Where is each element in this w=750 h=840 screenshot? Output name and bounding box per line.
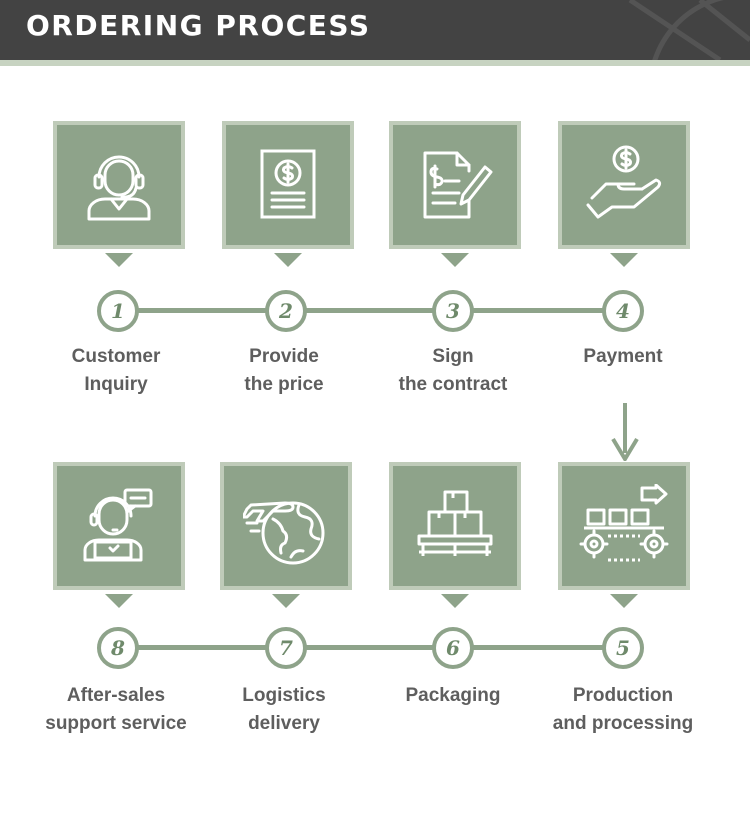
step-5-pointer (610, 594, 638, 608)
step-3-pointer (441, 253, 469, 267)
page-title: ORDERING PROCESS (26, 9, 371, 42)
step-3-number: 3 (432, 290, 474, 332)
step-2-label-line-2: the price (244, 374, 324, 395)
step-2-label: Provide the price (199, 343, 369, 399)
step-2-number: 2 (265, 290, 307, 332)
step-3-label-line-1: Sign (432, 346, 474, 367)
step-1-label: Customer Inquiry (31, 343, 201, 399)
step-7-label-line-1: Logistics (242, 685, 326, 706)
conveyor-gear-icon (579, 484, 669, 562)
step-4-label-line-1: Payment (583, 346, 663, 367)
price-document-icon (260, 149, 316, 219)
step-5-label-line-1: Production (572, 685, 674, 706)
step-7-pointer (272, 594, 300, 608)
customer-service-headset-icon (87, 155, 151, 221)
step-5-tile (558, 462, 690, 590)
boxes-pallet-icon (417, 490, 493, 556)
step-8-label: After-sales support service (31, 682, 201, 738)
step-6-pointer (441, 594, 469, 608)
step-6-label: Packaging (368, 682, 538, 710)
step-1-tile (53, 121, 185, 249)
step-6-tile (389, 462, 521, 590)
step-7-label: Logistics delivery (199, 682, 369, 738)
step-1-pointer (105, 253, 133, 267)
header-bar: ORDERING PROCESS (0, 0, 750, 60)
step-7-number: 7 (265, 627, 307, 669)
hand-coin-icon (586, 145, 662, 219)
step-8-number: 8 (97, 627, 139, 669)
step-6-number: 6 (432, 627, 474, 669)
step-1-label-line-2: Inquiry (84, 374, 148, 395)
step-5-number: 5 (602, 627, 644, 669)
step-8-tile (53, 462, 185, 590)
step-7-label-line-2: delivery (248, 713, 320, 734)
step-3-tile (389, 121, 521, 249)
step-3-label: Sign the contract (368, 343, 538, 399)
step-6-label-line-1: Packaging (405, 685, 501, 706)
step-8-pointer (105, 594, 133, 608)
step-2-pointer (274, 253, 302, 267)
step-7-tile (220, 462, 352, 590)
step-5-label-line-2: and processing (552, 713, 694, 734)
contract-pen-icon (423, 151, 493, 219)
timeline-row-1 (120, 308, 625, 313)
header-decoration-icon (628, 0, 750, 60)
support-agent-icon (83, 488, 153, 562)
step-4-tile (558, 121, 690, 249)
arrow-down-icon (611, 403, 639, 461)
plane-globe-icon (243, 501, 325, 565)
step-4-label: Payment (538, 343, 708, 371)
step-4-number: 4 (602, 290, 644, 332)
step-5-label: Production and processing (538, 682, 708, 738)
step-8-label-line-2: support service (45, 713, 187, 734)
step-1-number: 1 (97, 290, 139, 332)
timeline-row-2 (120, 645, 625, 650)
step-1-label-line-1: Customer (71, 346, 161, 367)
step-8-label-line-1: After-sales (66, 685, 166, 706)
step-2-tile (222, 121, 354, 249)
step-4-pointer (610, 253, 638, 267)
step-3-label-line-2: the contract (398, 374, 508, 395)
step-2-label-line-1: Provide (249, 346, 319, 367)
header-accent-strip (0, 60, 750, 66)
